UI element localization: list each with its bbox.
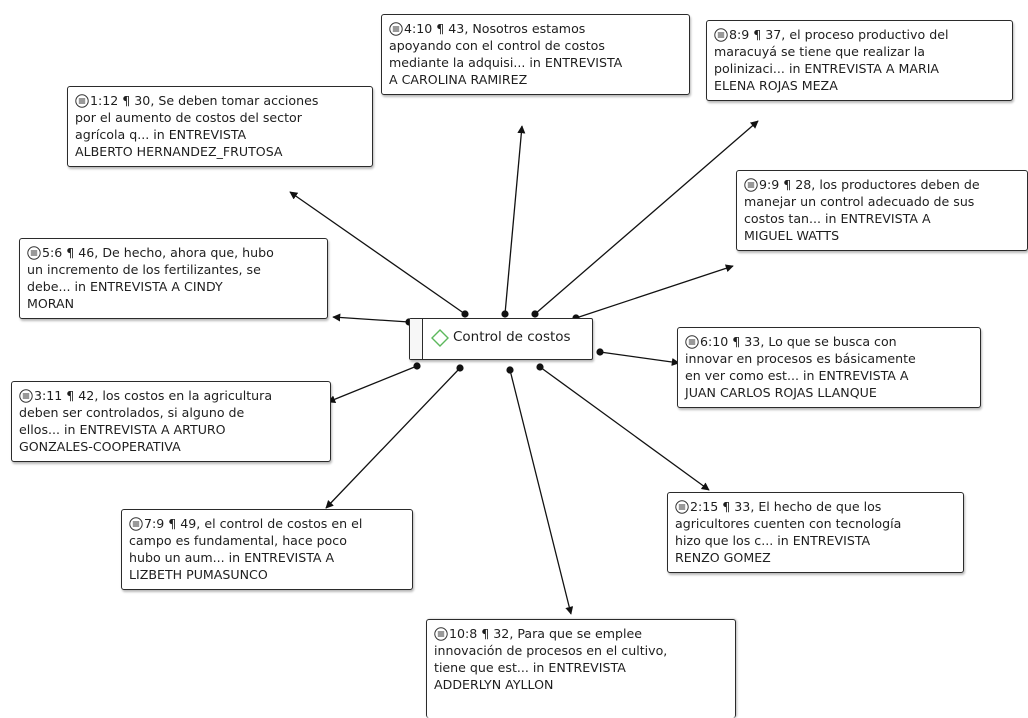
quote-text-line: polinizaci... in ENTREVISTA A MARIA — [714, 61, 940, 76]
quote-text-line: hubo un aum... in ENTREVISTA A — [129, 550, 335, 565]
code-diamond-icon — [431, 329, 449, 347]
code-node-stripe — [410, 319, 423, 359]
quote-text-line: ADDERLYN AYLLON — [434, 677, 554, 692]
quote-text-line: 2:15 ¶ 33, El hecho de que los — [690, 499, 882, 514]
quotation-icon — [75, 94, 89, 108]
quote-text-line: ELENA ROJAS MEZA — [714, 78, 838, 93]
quote-text-line: MORAN — [27, 296, 75, 311]
quote-text-line: campo es fundamental, hace poco — [129, 533, 347, 548]
quote-1-12[interactable]: 1:12 ¶ 30, Se deben tomar acciones por e… — [67, 86, 373, 167]
quote-text-line: 9:9 ¶ 28, los productores deben de — [759, 177, 980, 192]
quote-text-line: MIGUEL WATTS — [744, 228, 840, 243]
quotation-icon — [675, 500, 689, 514]
quote-text-line: agrícola q... in ENTREVISTA — [75, 127, 247, 142]
quote-text-line: agricultores cuenten con tecnología — [675, 516, 902, 531]
quote-text-line: ellos... in ENTREVISTA A ARTURO — [19, 422, 226, 437]
quote-3-11[interactable]: 3:11 ¶ 42, los costos en la agricultura … — [11, 381, 331, 462]
code-node-control-de-costos[interactable]: Control de costos — [409, 318, 593, 360]
quotation-icon — [389, 22, 403, 36]
quote-text-line: A CAROLINA RAMIREZ — [389, 72, 528, 87]
quote-text-line: mediante la adquisi... in ENTREVISTA — [389, 55, 623, 70]
quote-text-line: tiene que est... in ENTREVISTA — [434, 660, 626, 675]
link-to-q-5-6 — [332, 313, 410, 323]
quote-text-line: ALBERTO HERNANDEZ_FRUTOSA — [75, 144, 283, 159]
quotation-icon — [744, 178, 758, 192]
quote-text-line: deben ser controlados, si alguno de — [19, 405, 245, 420]
quote-text-line: 7:9 ¶ 49, el control de costos en el — [144, 516, 363, 531]
quote-text-line: GONZALES-COOPERATIVA — [19, 439, 181, 454]
link-to-q-8-9 — [534, 120, 759, 315]
quote-text-line: apoyando con el control de costos — [389, 38, 605, 53]
quote-text-line: costos tan... in ENTREVISTA A — [744, 211, 931, 226]
quote-text-line: 4:10 ¶ 43, Nosotros estamos — [404, 21, 586, 36]
link-anchor-dot — [501, 310, 509, 318]
quote-text-line: manejar un control adecuado de sus — [744, 194, 975, 209]
quote-text-line: hizo que los c... in ENTREVISTA — [675, 533, 871, 548]
quote-text-line: debe... in ENTREVISTA A CINDY — [27, 279, 223, 294]
quotation-icon — [434, 627, 448, 641]
quote-8-9[interactable]: 8:9 ¶ 37, el proceso productivo del mara… — [706, 20, 1013, 101]
link-anchor-dot — [596, 348, 604, 356]
link-anchor-dot — [456, 364, 464, 372]
quote-text-line: 5:6 ¶ 46, De hecho, ahora que, hubo — [42, 245, 274, 260]
code-label: Control de costos — [453, 329, 571, 345]
quote-text-line: 10:8 ¶ 32, Para que se emplee — [449, 626, 643, 641]
quote-4-10[interactable]: 4:10 ¶ 43, Nosotros estamos apoyando con… — [381, 14, 690, 95]
link-to-q-2-15 — [539, 366, 710, 491]
quotation-icon — [27, 246, 41, 260]
quotation-icon — [19, 389, 33, 403]
quote-text-line: JUAN CARLOS ROJAS LLANQUE — [685, 385, 877, 400]
link-anchor-dot — [536, 363, 544, 371]
quote-text-line: 1:12 ¶ 30, Se deben tomar acciones — [90, 93, 319, 108]
link-to-q-4-10 — [504, 125, 526, 315]
quote-5-6[interactable]: 5:6 ¶ 46, De hecho, ahora que, hubo un i… — [19, 238, 328, 319]
quote-10-8[interactable]: 10:8 ¶ 32, Para que se emplee innovación… — [426, 619, 736, 718]
quote-7-9[interactable]: 7:9 ¶ 49, el control de costos en el cam… — [121, 509, 413, 590]
quote-text-line: 8:9 ¶ 37, el proceso productivo del — [729, 27, 949, 42]
link-to-q-6-10 — [599, 351, 680, 366]
quotation-icon — [685, 335, 699, 349]
quote-text-line: RENZO GOMEZ — [675, 550, 771, 565]
link-anchor-dot — [506, 366, 514, 374]
link-to-q-3-11 — [327, 365, 418, 404]
link-to-q-10-8 — [509, 369, 574, 615]
link-anchor-dot — [413, 362, 421, 370]
quote-2-15[interactable]: 2:15 ¶ 33, El hecho de que los agriculto… — [667, 492, 964, 573]
quotation-icon — [714, 28, 728, 42]
quote-text-line: por el aumento de costos del sector — [75, 110, 302, 125]
quote-text-line: un incremento de los fertilizantes, se — [27, 262, 261, 277]
quote-9-9[interactable]: 9:9 ¶ 28, los productores deben de manej… — [736, 170, 1028, 251]
quotation-icon — [129, 517, 143, 531]
quote-text-line: LIZBETH PUMASUNCO — [129, 567, 268, 582]
quote-text-line: innovación de procesos en el cultivo, — [434, 643, 668, 658]
quote-text-line: maracuyá se tiene que realizar la — [714, 44, 926, 59]
link-to-q-9-9 — [575, 264, 734, 319]
quote-text-line: 3:11 ¶ 42, los costos en la agricultura — [34, 388, 273, 403]
quote-text-line: 6:10 ¶ 33, Lo que se busca con — [700, 334, 897, 349]
link-anchor-dot — [461, 310, 469, 318]
quote-text-line: innovar en procesos es básicamente — [685, 351, 916, 366]
quote-text-line: en ver como est... in ENTREVISTA A — [685, 368, 909, 383]
link-to-q-7-9 — [325, 367, 461, 509]
link-to-q-1-12 — [289, 191, 466, 315]
quote-6-10[interactable]: 6:10 ¶ 33, Lo que se busca con innovar e… — [677, 327, 981, 408]
link-anchor-dot — [531, 310, 539, 318]
